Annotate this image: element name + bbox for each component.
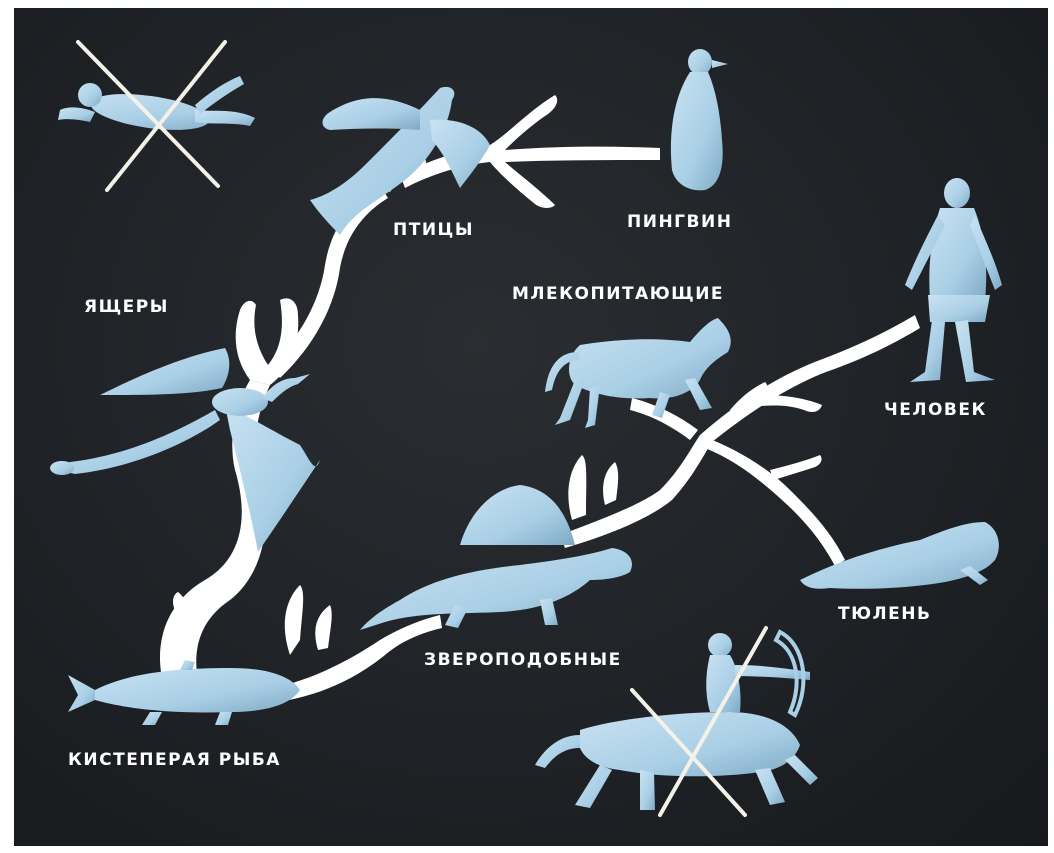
label-pingvin: ПИНГВИН	[627, 212, 732, 232]
label-mlekopitayushchie: МЛЕКОПИТАЮЩИЕ	[512, 284, 724, 304]
label-kisteperaya-ryba: КИСТЕПЕРАЯ РЫБА	[68, 750, 281, 770]
bird-figure	[310, 87, 490, 235]
lobe-finned-fish-figure	[68, 660, 300, 725]
label-zveropodobnye: ЗВЕРОПОДОБНЫЕ	[424, 650, 622, 670]
dimetrodon-figure	[360, 485, 632, 630]
pterosaur-figure	[50, 348, 320, 552]
label-ptitsy: ПТИЦЫ	[393, 220, 474, 240]
label-tyulen: ТЮЛЕНЬ	[838, 604, 931, 624]
label-yashchery: ЯЩЕРЫ	[84, 297, 169, 317]
human-figure	[905, 178, 1002, 382]
penguin-figure	[671, 49, 728, 190]
label-chelovek: ЧЕЛОВЕК	[884, 400, 987, 420]
